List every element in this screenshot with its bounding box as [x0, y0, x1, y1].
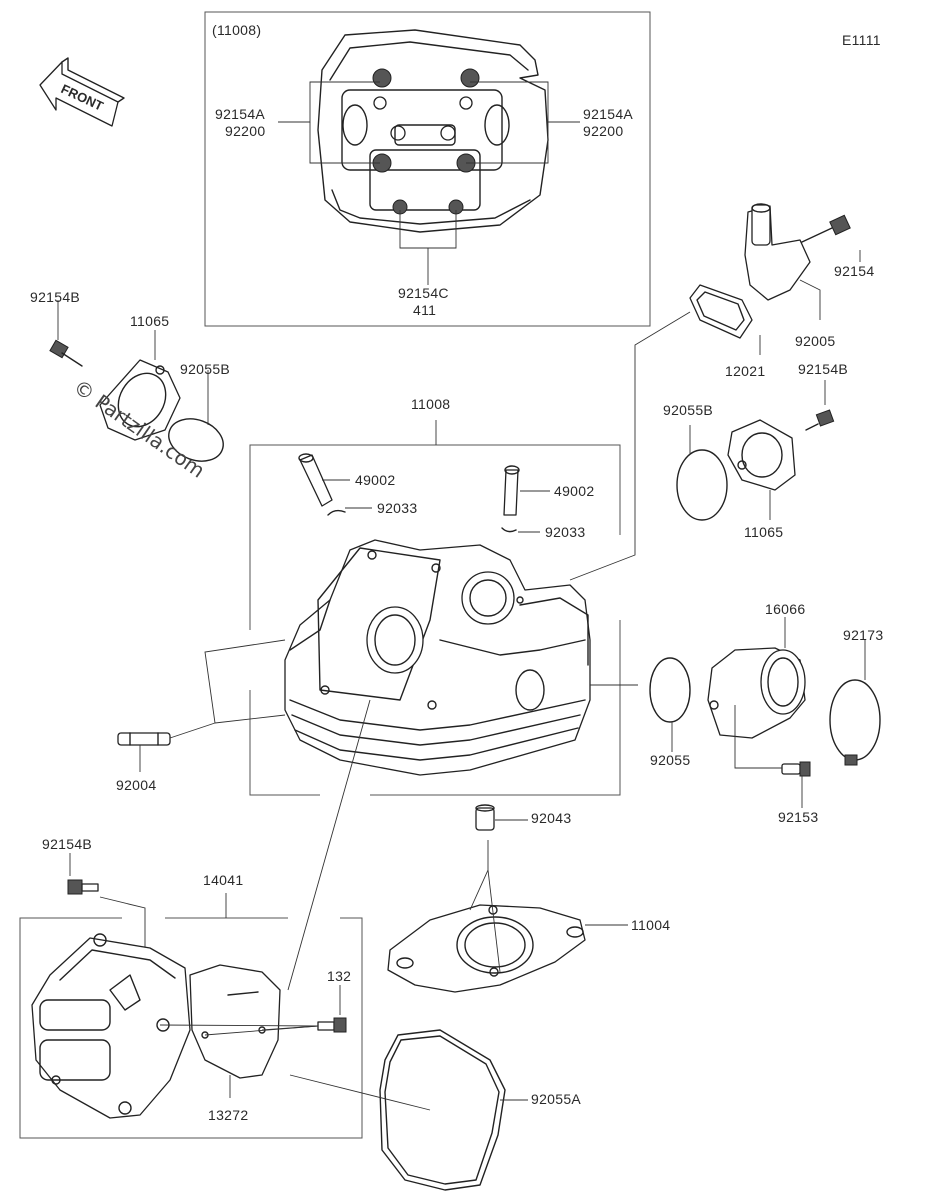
label-92154B-bottom: 92154B: [42, 836, 92, 852]
intake-pipe-16066: [707, 647, 806, 739]
head-gasket-11004: [387, 904, 586, 993]
label-92033-b: 92033: [545, 524, 585, 540]
bolt-92154B-bottom: [67, 879, 99, 895]
clip-92033-right: [501, 527, 517, 533]
bolt-92153: [781, 761, 811, 777]
gasket-92055A: [379, 1029, 506, 1191]
label-92154A-inset-left: 92154A: [215, 106, 265, 122]
label-14041: 14041: [203, 872, 243, 888]
cylinder-head-top-view: [317, 29, 549, 233]
gasket-12021: [689, 284, 753, 339]
label-92153: 92153: [778, 809, 818, 825]
bolt-92154B-right: [805, 409, 835, 431]
inset-frame: (11008): [204, 11, 651, 327]
o-ring-92055: [649, 657, 691, 723]
label-49002-a: 49002: [355, 472, 395, 488]
label-12021: 12021: [725, 363, 765, 379]
front-arrow-icon: FRONT: [39, 57, 125, 127]
diagram-code: E1111: [842, 32, 881, 48]
stud-92004: [117, 732, 171, 746]
dowel-92043: [475, 804, 495, 831]
head-cover-14041: [31, 933, 191, 1119]
label-92154C: 92154C: [398, 285, 449, 301]
label-92154B-left: 92154B: [30, 289, 80, 305]
fitting-92005: [744, 203, 811, 301]
cover-11065-right: [676, 419, 796, 521]
valve-guide-49002-left: [298, 453, 333, 507]
label-11065-left: 11065: [130, 313, 169, 329]
bottom-frame: [19, 893, 363, 1139]
label-92055B-left: 92055B: [180, 361, 230, 377]
label-92154A-inset-right: 92154A: [583, 106, 633, 122]
label-132: 132: [327, 968, 351, 984]
inset-leaders: [278, 81, 580, 285]
label-92173: 92173: [843, 627, 883, 643]
inset-frame-label: (11008): [212, 22, 261, 38]
clamp-92173: [829, 679, 881, 766]
main-frame: [249, 420, 621, 796]
label-92154-top-right: 92154: [834, 263, 874, 279]
label-92055B-right: 92055B: [663, 402, 713, 418]
label-11004: 11004: [631, 917, 670, 933]
bolt-92154B-left: [49, 339, 83, 367]
label-92004: 92004: [116, 777, 156, 793]
label-92043: 92043: [531, 810, 571, 826]
label-11065-right: 11065: [744, 524, 783, 540]
label-92033-a: 92033: [377, 500, 417, 516]
label-16066: 16066: [765, 601, 805, 617]
label-92200-inset-right: 92200: [583, 123, 623, 139]
cylinder-head: [284, 539, 591, 776]
label-11008: 11008: [411, 396, 450, 412]
label-13272: 13272: [208, 1107, 248, 1123]
cover-11065-left: [99, 359, 224, 462]
bolt-92154-top-right: [801, 214, 851, 243]
bolt-132: [317, 1017, 347, 1033]
label-92005: 92005: [795, 333, 835, 349]
valve-guide-49002-right: [503, 465, 520, 516]
label-92055: 92055: [650, 752, 690, 768]
clip-92033-left: [327, 509, 346, 516]
label-92200-inset-left: 92200: [225, 123, 265, 139]
label-49002-b: 49002: [554, 483, 594, 499]
label-92154B-right: 92154B: [798, 361, 848, 377]
label-92055A: 92055A: [531, 1091, 581, 1107]
gasket-13272: [189, 964, 281, 1079]
label-411: 411: [413, 302, 436, 318]
